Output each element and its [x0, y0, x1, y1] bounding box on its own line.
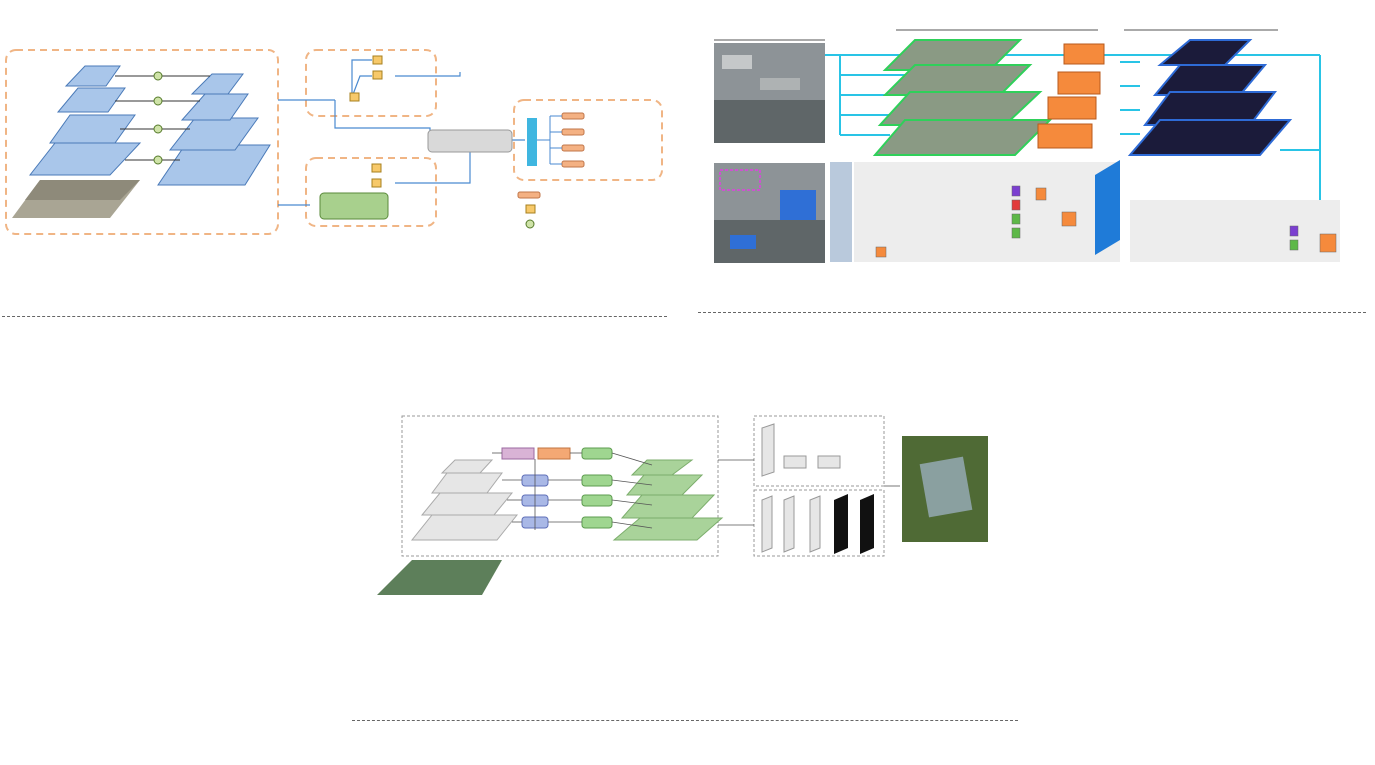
fc-bar	[527, 118, 537, 166]
backbone-c5	[64, 65, 121, 87]
backbone-c4	[56, 87, 126, 113]
loss-cube-purple	[1011, 185, 1021, 197]
rrpn-network-box	[1130, 200, 1340, 262]
conv-mask	[371, 163, 382, 173]
fc-output-1	[561, 112, 585, 120]
fc-output-2	[561, 128, 585, 136]
mask-output-2	[860, 494, 874, 554]
legend-conv-swatch	[525, 204, 536, 214]
cnn-box-2	[1057, 71, 1101, 95]
loss-cube-green-1	[1011, 213, 1021, 225]
inception-block-2	[153, 155, 163, 165]
rpn-cube	[1319, 233, 1337, 253]
backbone-plane-c4	[431, 472, 503, 494]
backbone-plane-c3	[420, 492, 514, 516]
mask-output-1	[834, 494, 848, 554]
al-block-a5	[581, 447, 613, 460]
panel-1-figure	[0, 0, 668, 310]
conv-cls	[372, 55, 383, 65]
panel-1-diagram	[5, 49, 663, 235]
backbone-network-box	[401, 415, 719, 557]
region-e-outline	[513, 99, 663, 181]
mask-head-block-3	[809, 495, 821, 553]
pyramid-p2	[157, 144, 271, 186]
inception-block-4	[153, 96, 163, 106]
al-block-a4	[581, 474, 613, 487]
conv-3x3-box	[537, 447, 571, 460]
rroi-network-box	[854, 162, 1120, 262]
mask-head-block-2	[783, 495, 795, 553]
input-image-strip	[377, 560, 502, 595]
pyramid-p4	[180, 93, 249, 121]
backbone-c2	[28, 142, 142, 176]
loss-cube-red	[1011, 199, 1021, 211]
mask-head-box	[753, 489, 885, 557]
inception-block-3	[153, 124, 163, 134]
fc-output-4	[561, 160, 585, 168]
fully-connected-swatch	[875, 246, 887, 258]
legend-inception-swatch	[525, 219, 535, 229]
conv-center	[349, 92, 360, 102]
panel-2-figure	[700, 0, 1365, 310]
region-c-outline	[305, 49, 437, 117]
conv-segfeat	[371, 178, 382, 188]
fpn-plane-1	[1157, 39, 1253, 66]
cascade-plane-4	[872, 119, 1053, 156]
rcnn-head-box	[753, 415, 885, 487]
region-a-outline	[5, 49, 279, 235]
rotated-roi-pooling-shape	[1095, 160, 1120, 255]
backbone-plane-c2	[410, 514, 519, 541]
backbone-plane-c5	[440, 459, 494, 474]
fc-cube-2	[1061, 211, 1077, 227]
roi-pooling-box	[427, 129, 513, 153]
output-plane-a3	[620, 494, 716, 519]
mask-head-block-1	[761, 495, 773, 553]
legend-fc-swatch	[517, 191, 541, 199]
region-b-outline	[305, 157, 437, 227]
output-plane-a4	[625, 474, 704, 496]
conv-1x1-box	[501, 447, 535, 460]
fc-output-3	[561, 144, 585, 152]
panel-3-diagram	[377, 415, 988, 595]
fpn-plane-2	[1152, 64, 1268, 96]
nms-bar	[830, 162, 852, 262]
al-block-a2	[581, 516, 613, 529]
panel-3-figure	[352, 400, 1020, 718]
rpn-loss-green	[1289, 239, 1299, 251]
output-plane-a5	[630, 459, 694, 476]
pyramid-p3	[168, 117, 259, 151]
rcnn-fc-1024-a	[783, 455, 807, 469]
citation-2-rule	[698, 312, 1366, 313]
conv-bbox	[372, 70, 383, 80]
cnn-box-3	[1047, 96, 1097, 120]
rpn-loss-purple	[1289, 225, 1299, 237]
al-block-a3	[581, 494, 613, 507]
semantic-segmentation-box	[319, 192, 389, 220]
loss-cube-green-2	[1011, 227, 1021, 239]
rcnn-fc-1024-b	[817, 455, 841, 469]
fc-cube-1	[1035, 187, 1047, 201]
inception-block-5	[153, 71, 163, 81]
output-plane-a2	[612, 517, 724, 541]
panel-2-diagram	[714, 29, 1340, 263]
fpn-plane-4	[1127, 119, 1293, 156]
rcnn-fc-input	[761, 423, 775, 477]
cnn-box-1	[1063, 43, 1105, 65]
citation-3-rule	[352, 720, 1018, 721]
citation-1-rule	[2, 316, 667, 317]
backbone-c3	[49, 114, 136, 144]
cnn-box-4	[1037, 123, 1093, 149]
pyramid-p5	[190, 73, 244, 95]
